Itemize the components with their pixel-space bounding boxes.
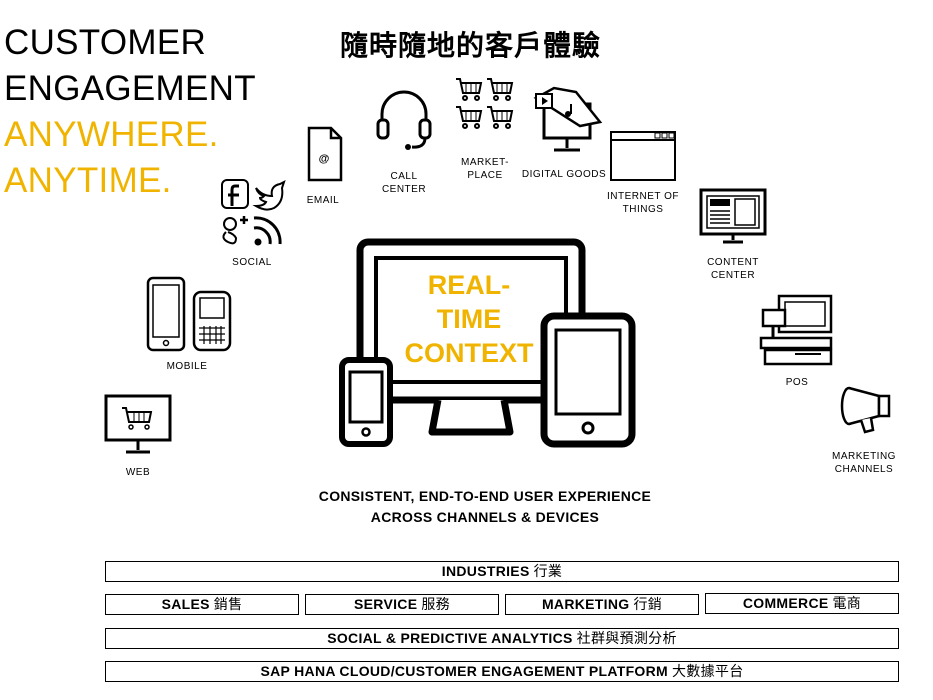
platform-en: SAP HANA CLOUD/CUSTOMER ENGAGEMENT PLATF… xyxy=(260,663,668,679)
caption-line-2: ACROSS CHANNELS & DEVICES xyxy=(370,509,600,525)
channel-marketplace: MARKET- PLACE xyxy=(452,76,518,182)
iot-label-1: INTERNET OF xyxy=(607,191,679,202)
iot-label-2: THINGS xyxy=(622,204,664,215)
marketing-cn: 行銷 xyxy=(633,597,663,613)
industries-en: INDUSTRIES xyxy=(441,563,530,579)
platform-bar: SAP HANA CLOUD/CUSTOMER ENGAGEMENT PLATF… xyxy=(105,661,899,682)
channel-call-center: CALL CENTER xyxy=(372,90,436,196)
headline-line-4: ANYTIME. xyxy=(4,161,172,200)
headset-icon xyxy=(376,90,432,150)
chinese-title: 隨時隨地的客戶體驗 xyxy=(340,29,602,62)
facebook-icon xyxy=(221,179,249,209)
email-document-icon: @ xyxy=(307,126,343,182)
content-center-label-2: CENTER xyxy=(710,270,756,281)
headline-line-1: CUSTOMER xyxy=(4,23,207,62)
headline: CUSTOMER ENGAGEMENT ANYWHERE. ANYTIME. xyxy=(4,20,256,204)
channel-email: @ EMAIL xyxy=(295,126,351,207)
marketing-channels-label-2: CHANNELS xyxy=(834,464,894,475)
social-label: SOCIAL xyxy=(232,257,272,268)
browser-window-icon xyxy=(610,131,676,181)
phone-icon xyxy=(339,357,393,447)
service-cn: 服務 xyxy=(421,597,450,613)
twitter-icon xyxy=(252,180,286,211)
marketing-channels-label-1: MARKETING xyxy=(832,451,896,462)
marketplace-label-1: MARKET- xyxy=(461,157,509,168)
industries-cn: 行業 xyxy=(533,564,563,580)
call-center-label-2: CENTER xyxy=(381,184,427,195)
mobile-devices-icon xyxy=(146,276,232,352)
channel-social: SOCIAL xyxy=(212,176,292,269)
commerce-cn: 電商 xyxy=(832,596,862,612)
headline-line-3: ANYWHERE. xyxy=(4,115,219,154)
smartphone-icon xyxy=(146,276,186,352)
mobile-label: MOBILE xyxy=(166,361,208,372)
center-line-1: REAL- xyxy=(427,270,511,300)
email-at-sign: @ xyxy=(319,153,330,165)
headline-line-2: ENGAGEMENT xyxy=(4,69,256,108)
platform-cn: 大數據平台 xyxy=(672,664,744,680)
caption-line-1: CONSISTENT, END-TO-END USER EXPERIENCE xyxy=(318,488,652,504)
social-media-icons xyxy=(221,179,286,246)
commerce-en: COMMERCE xyxy=(742,595,829,611)
rss-icon xyxy=(253,216,282,246)
center-line-3: CONTEXT xyxy=(404,338,534,368)
digital-goods-label: DIGITAL GOODS xyxy=(521,169,607,180)
call-center-label-1: CALL xyxy=(390,171,418,182)
content-center-label-1: CONTENT xyxy=(707,257,759,268)
analytics-cn: 社群與預測分析 xyxy=(576,631,677,647)
shopping-carts-icon xyxy=(456,78,514,129)
google-plus-icon xyxy=(222,216,248,245)
center-line-2: TIME xyxy=(436,304,502,334)
channel-marketing-channels: MARKETING CHANNELS xyxy=(826,380,902,476)
digital-media-monitor-icon xyxy=(533,86,603,152)
email-label: EMAIL xyxy=(306,195,340,206)
web-label: WEB xyxy=(125,467,151,478)
blackberry-icon xyxy=(192,290,232,352)
channel-internet-of-things: INTERNET OF THINGS xyxy=(598,130,688,216)
sales-cn: 銷售 xyxy=(213,597,243,613)
channel-content-center: CONTENT CENTER xyxy=(694,188,772,282)
content-monitor-icon xyxy=(699,188,767,244)
megaphone-icon xyxy=(840,386,891,434)
channel-digital-goods: DIGITAL GOODS xyxy=(518,82,610,181)
central-devices-illustration xyxy=(339,238,636,448)
tablet-icon xyxy=(540,312,636,448)
real-time-context-label: REAL- TIME CONTEXT xyxy=(380,268,558,370)
service-en: SERVICE xyxy=(354,596,418,612)
marketplace-label-2: PLACE xyxy=(467,170,503,181)
channel-mobile: MOBILE xyxy=(140,276,234,373)
sales-en: SALES xyxy=(161,596,210,612)
experience-caption: CONSISTENT, END-TO-END USER EXPERIENCE A… xyxy=(250,486,720,528)
analytics-en: SOCIAL & PREDICTIVE ANALYTICS xyxy=(327,630,573,646)
pos-label: POS xyxy=(785,377,809,388)
marketing-en: MARKETING xyxy=(541,596,630,612)
channel-pos: POS xyxy=(758,294,836,389)
pos-terminal-icon xyxy=(759,294,833,366)
channel-web: WEB xyxy=(100,394,176,479)
web-monitor-cart-icon xyxy=(104,394,172,454)
